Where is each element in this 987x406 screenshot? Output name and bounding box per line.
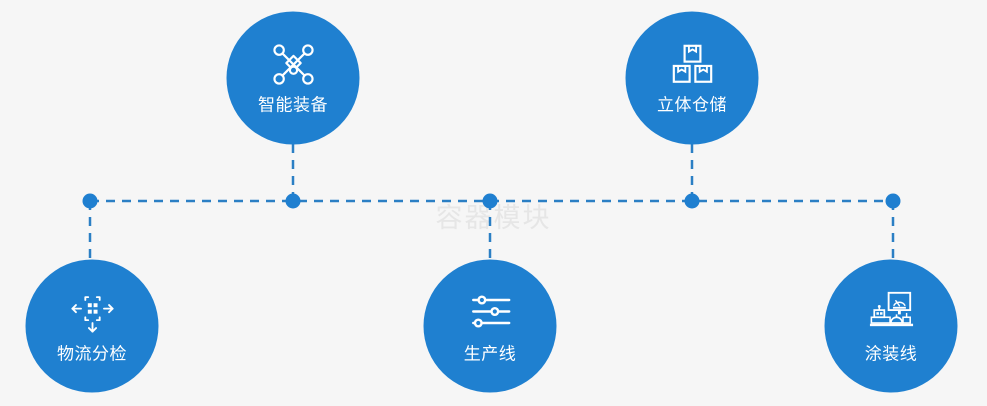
stacked-boxes-icon (669, 42, 715, 88)
node-dot-logistics-sorting[interactable] (82, 193, 98, 209)
node-label-production-line: 生产线 (463, 344, 517, 365)
node-dot-smart-equipment[interactable] (285, 193, 301, 209)
node-circle-production-line[interactable]: 生产线 (423, 259, 557, 393)
network-nodes-icon (270, 42, 316, 88)
sliders-icon (467, 289, 513, 335)
node-circle-smart-equipment[interactable]: 智能装备 (226, 11, 360, 145)
factory-machine-icon (868, 289, 914, 335)
node-label-stereoscopic-warehouse: 立体仓储 (657, 95, 727, 116)
node-dot-coating-line[interactable] (885, 193, 901, 209)
node-label-logistics-sorting: 物流分检 (57, 344, 127, 365)
node-circle-coating-line[interactable]: 涂装线 (824, 259, 958, 393)
node-dot-production-line[interactable] (482, 193, 498, 209)
node-label-smart-equipment: 智能装备 (258, 95, 328, 116)
node-circle-logistics-sorting[interactable]: 物流分检 (25, 259, 159, 393)
node-circle-stereoscopic-warehouse[interactable]: 立体仓储 (625, 11, 759, 145)
sorting-arrows-icon (69, 289, 115, 335)
node-dot-stereoscopic-warehouse[interactable] (684, 193, 700, 209)
node-label-coating-line: 涂装线 (864, 344, 918, 365)
